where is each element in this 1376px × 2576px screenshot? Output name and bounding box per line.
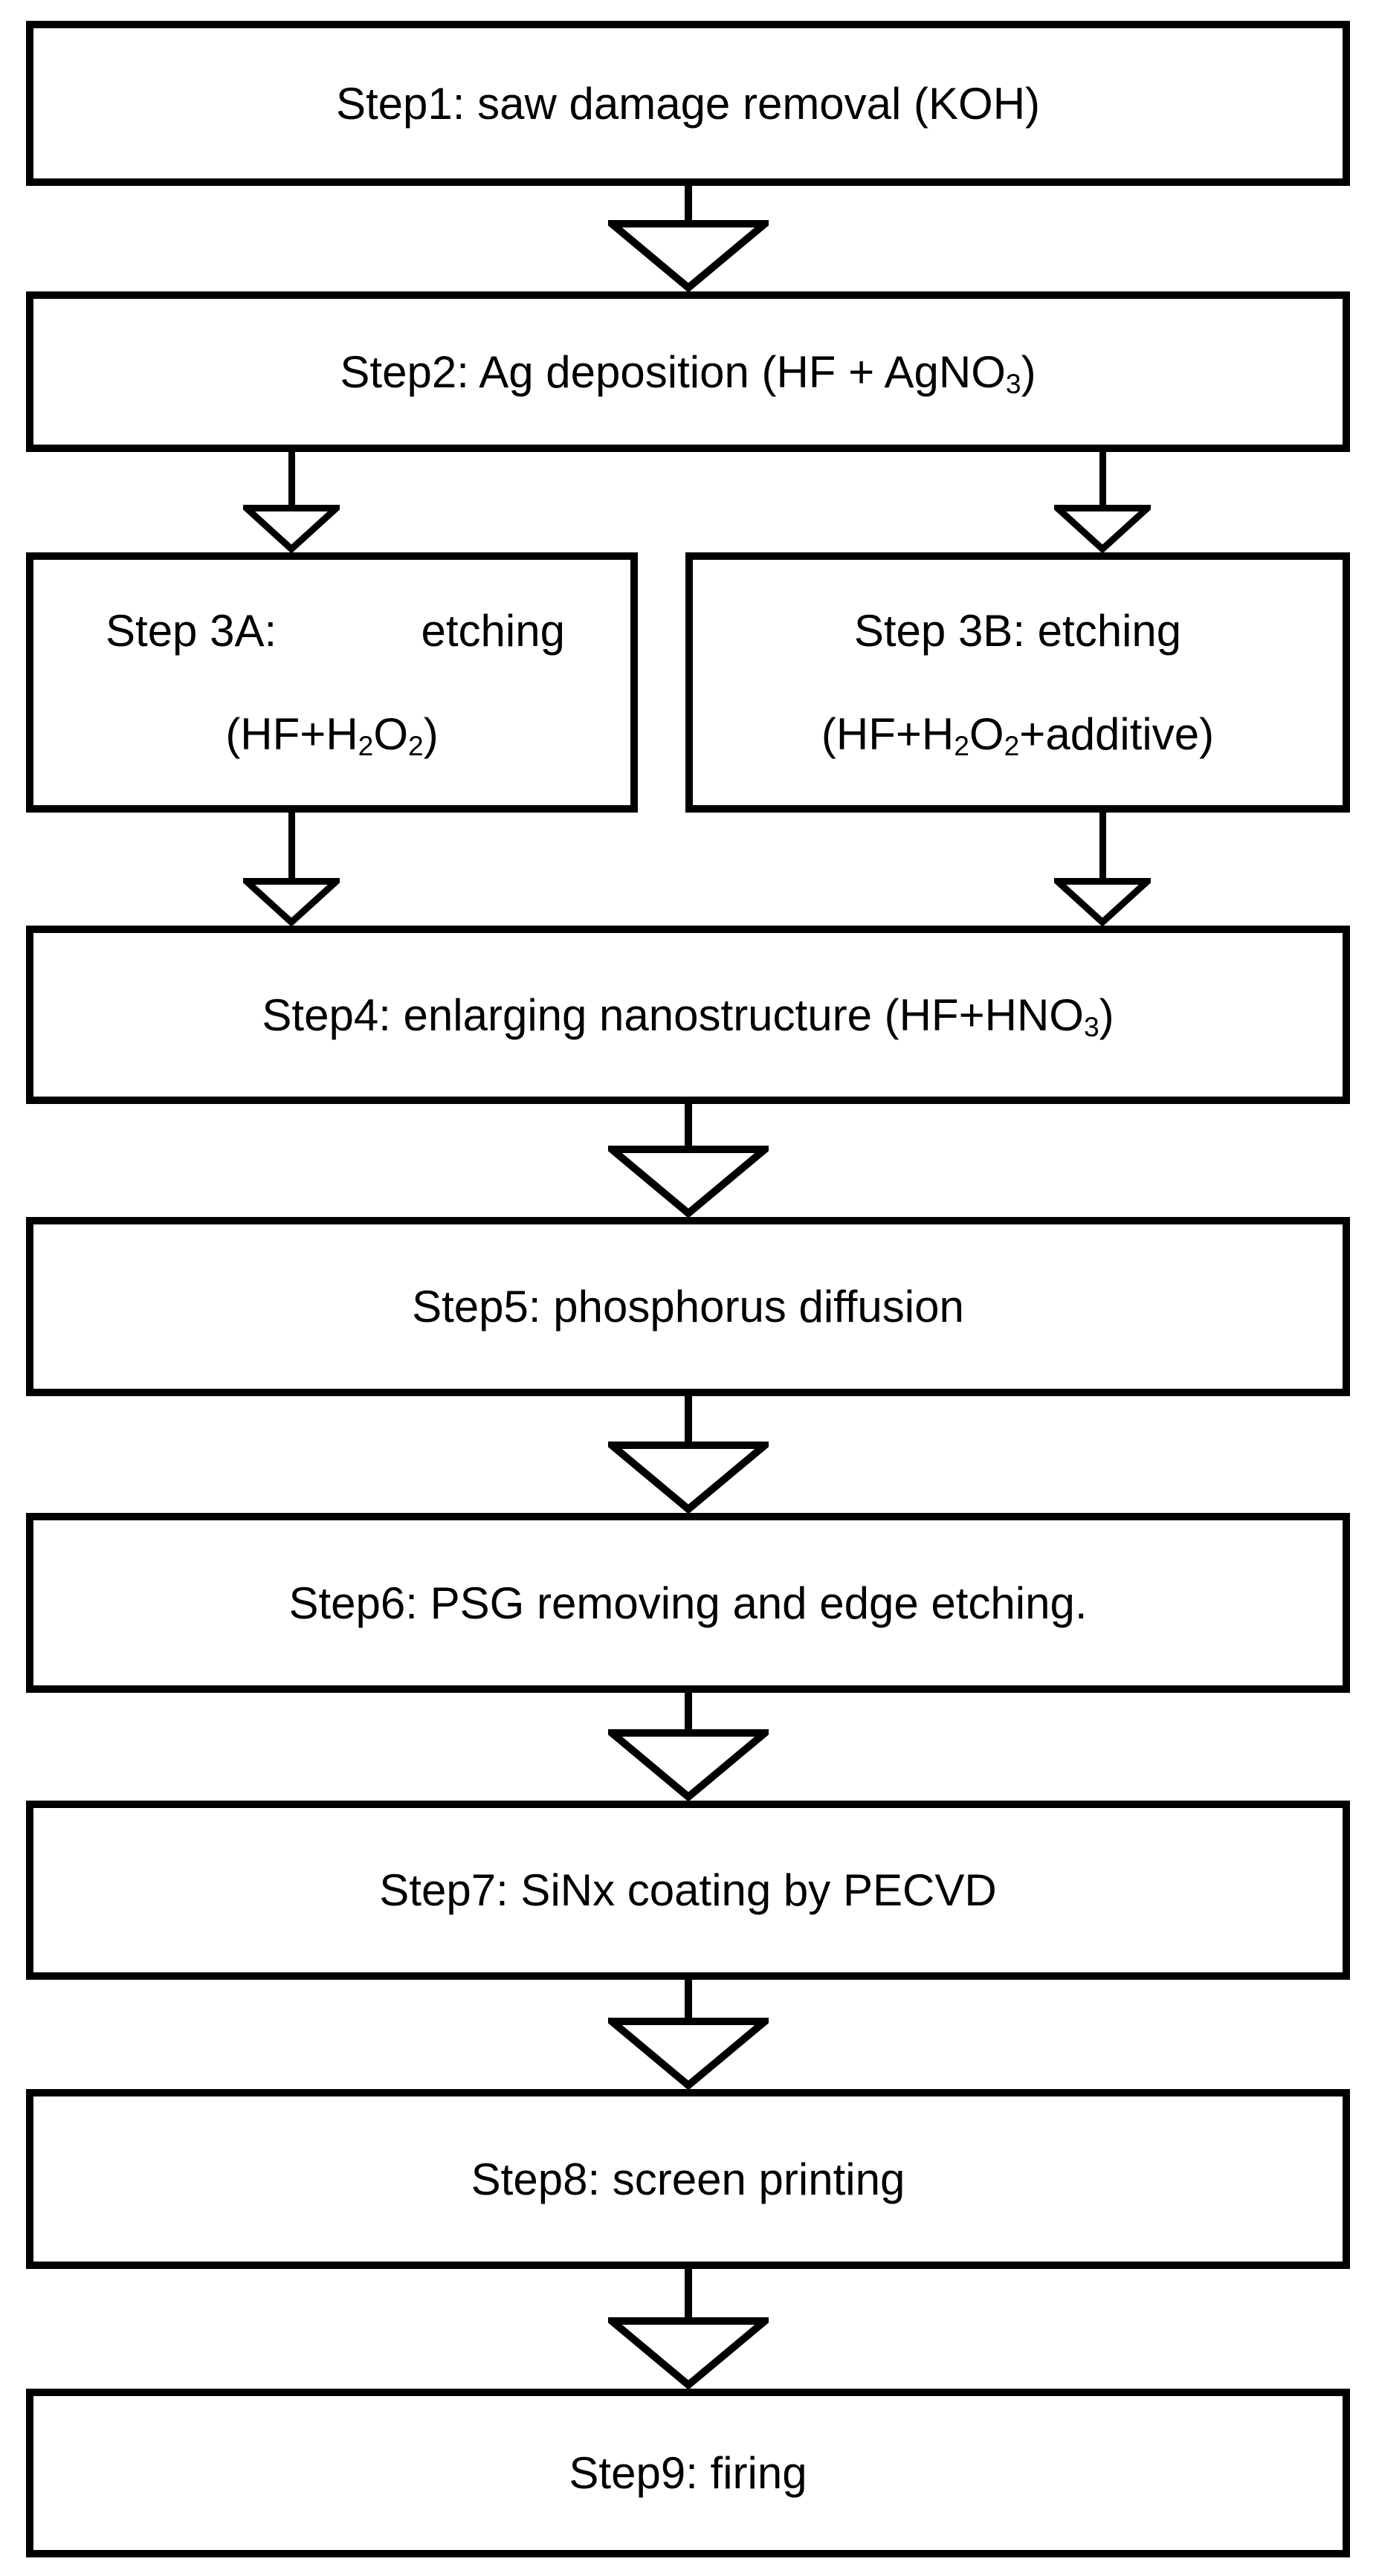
flow-box-step9: Step9: firing [26,2389,1350,2557]
arrow-down-icon [1054,505,1151,552]
box-text-line: (HF+H2O2) [225,709,439,762]
flow-box-step2: Step2: Ag deposition (HF + AgNO3) [26,291,1350,452]
arrow-down-icon [608,2317,769,2389]
flow-arrow-step4-to-step5 [608,1104,769,1217]
arrow-stem [685,1396,692,1442]
arrow-down-icon [243,505,340,552]
arrow-stem [288,452,295,505]
flow-arrow-step5-to-step6 [608,1396,769,1513]
flow-box-step4: Step4: enlarging nanostructure (HF+HNO3) [26,926,1350,1104]
flow-box-step6: Step6: PSG removing and edge etching. [26,1513,1350,1693]
flow-box-step5: Step5: phosphorus diffusion [26,1217,1350,1396]
flow-arrow-step3b-to-step4 [1054,813,1151,926]
arrow-stem [685,1980,692,2018]
box-text-line: Step6: PSG removing and edge etching. [288,1578,1088,1628]
arrow-down-icon [608,2018,769,2089]
box-text-line: Step 3A:etching [106,606,565,656]
box-text-line: Step2: Ag deposition (HF + AgNO3) [340,346,1036,399]
arrow-stem [1099,813,1106,878]
flow-box-step1: Step1: saw damage removal (KOH) [26,21,1350,186]
arrow-down-icon [608,1146,769,1217]
flow-arrow-step1-to-step2 [608,186,769,291]
flow-arrow-step2-to-step3a [243,452,340,552]
box-text-line: Step4: enlarging nanostructure (HF+HNO3) [262,990,1114,1042]
flow-arrow-step3a-to-step4 [243,813,340,926]
arrow-down-icon [608,1729,769,1801]
flow-arrow-step2-to-step3b [1054,452,1151,552]
flow-box-step8: Step8: screen printing [26,2089,1350,2269]
arrow-stem [1099,452,1106,505]
box-text-line: Step9: firing [569,2448,807,2498]
box-text-line: Step5: phosphorus diffusion [412,1282,964,1331]
arrow-stem [288,813,295,878]
box-text-line: Step7: SiNx coating by PECVD [379,1865,997,1915]
flow-arrow-step7-to-step8 [608,1980,769,2089]
arrow-down-icon [1054,878,1151,926]
flow-arrow-step6-to-step7 [608,1693,769,1801]
arrow-down-icon [243,878,340,926]
flow-box-step3b: Step 3B: etching (HF+H2O2+additive) [685,552,1350,813]
arrow-stem [685,1104,692,1146]
arrow-stem [685,2269,692,2317]
flow-box-step3a: Step 3A:etching (HF+H2O2) [26,552,638,813]
box-text-line: (HF+H2O2+additive) [821,709,1215,762]
arrow-stem [685,1693,692,1729]
box-text-line: Step8: screen printing [471,2154,905,2204]
flow-box-step7: Step7: SiNx coating by PECVD [26,1801,1350,1980]
arrow-down-icon [608,220,769,291]
box-text-line: Step 3B: etching [853,606,1182,656]
arrow-down-icon [608,1442,769,1513]
arrow-stem [685,186,692,220]
box-text-line: Step1: saw damage removal (KOH) [335,78,1041,129]
flow-arrow-step8-to-step9 [608,2269,769,2389]
